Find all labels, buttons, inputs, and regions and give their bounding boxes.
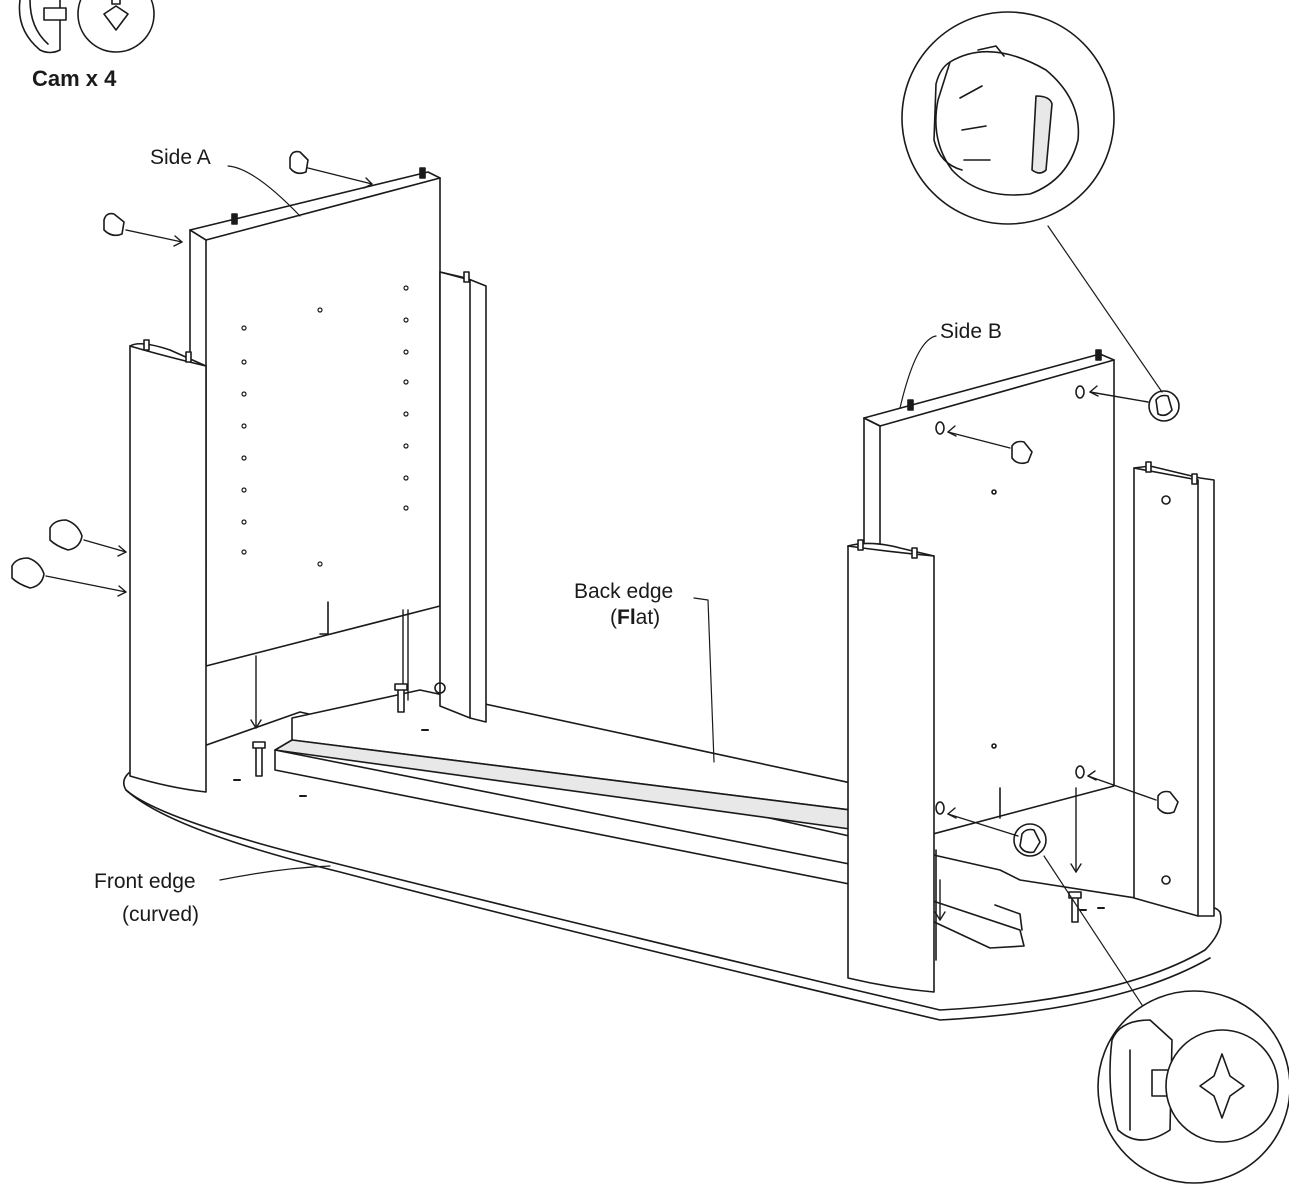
front-edge-label: Front edge bbox=[94, 870, 196, 893]
back-edge-open: ( bbox=[610, 606, 617, 629]
back-rail bbox=[274, 689, 1025, 949]
left-back-leg bbox=[402, 271, 487, 723]
cam-lock-icon bbox=[18, 0, 155, 54]
back-edge-rest: at) bbox=[635, 606, 661, 629]
front-edge-note: (curved) bbox=[122, 903, 200, 926]
side-a-panel bbox=[189, 167, 441, 667]
leader-lines bbox=[219, 165, 1163, 1015]
right-back-leg bbox=[1133, 461, 1215, 917]
cam-count-label: Cam x 4 bbox=[32, 66, 117, 91]
right-front-leg bbox=[847, 539, 937, 993]
back-edge-note: (Flat) bbox=[610, 606, 660, 630]
back-edge-label: Back edge bbox=[574, 580, 674, 603]
left-front-leg bbox=[129, 339, 207, 793]
assembly-arrows bbox=[45, 167, 1157, 921]
side-b-label: Side B bbox=[940, 320, 1002, 343]
side-a-label: Side A bbox=[150, 146, 211, 169]
small-cam-fittings bbox=[11, 150, 1180, 857]
magnified-bolt-icon bbox=[1097, 990, 1289, 1184]
magnified-cam-icon bbox=[901, 11, 1115, 225]
back-edge-bold: Fl bbox=[617, 606, 636, 629]
